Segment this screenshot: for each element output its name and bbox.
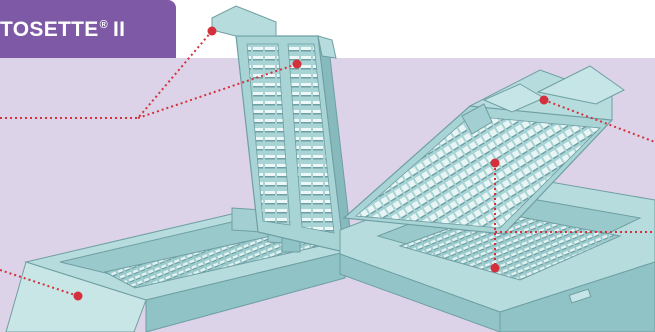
product-version: II (112, 18, 126, 41)
registered-mark: ® (99, 19, 108, 31)
callout-lines (0, 30, 655, 297)
left-cassette (5, 5, 353, 332)
title-tab: TOSETTE® II (0, 0, 176, 58)
product-name: TOSETTE (0, 18, 99, 41)
callout-dot-lid-slots (292, 59, 302, 69)
callout-dot-lid-surface (490, 158, 500, 168)
callout-dot-writing-face (73, 291, 83, 301)
callout-dot-base-well (490, 263, 500, 273)
callout-dot-lid-tab (207, 26, 217, 36)
callout-dot-lid-hinge (539, 95, 549, 105)
right-cassette (339, 65, 655, 332)
callout-dots (73, 26, 549, 301)
product-title: TOSETTE® II (0, 18, 176, 42)
